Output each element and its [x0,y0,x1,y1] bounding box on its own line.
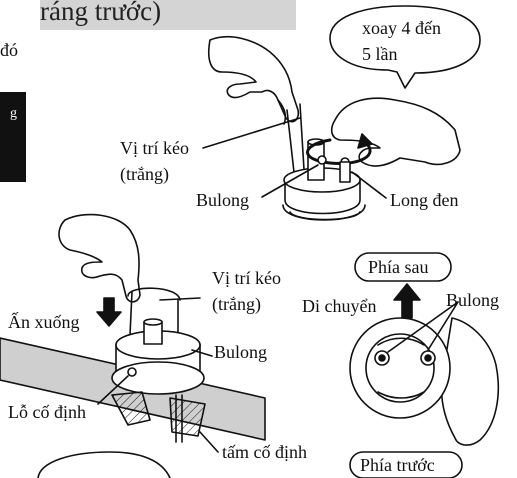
press-down-label: Ấn xuống [8,312,80,332]
top-washer-label: Long đen [390,190,458,210]
rotation-callout-line1: xoay 4 đến [362,16,441,40]
right-bolt-label: Bulong [446,290,499,310]
top-pull-position-label: Vị trí kéo [120,138,189,158]
rotation-callout-line2: 5 lần [362,42,398,66]
top-bolt-label: Bulong [196,190,249,210]
right-figure-drawing [350,253,498,478]
middle-bolt-label: Bulong [214,342,267,362]
middle-pull-position-label: Vị trí kéo [212,268,281,288]
move-label: Di chuyển [302,296,376,316]
top-pull-position-sublabel: (trắng) [120,164,169,184]
partial-bubble-bottom [38,452,170,478]
back-side-label: Phía sau [368,257,429,277]
middle-pull-position-sublabel: (trắng) [212,294,261,314]
fixing-hole-label: Lỗ cố định [8,402,86,422]
front-side-label: Phía trước [360,455,435,475]
fixing-plate-label: tấm cố định [222,442,307,462]
